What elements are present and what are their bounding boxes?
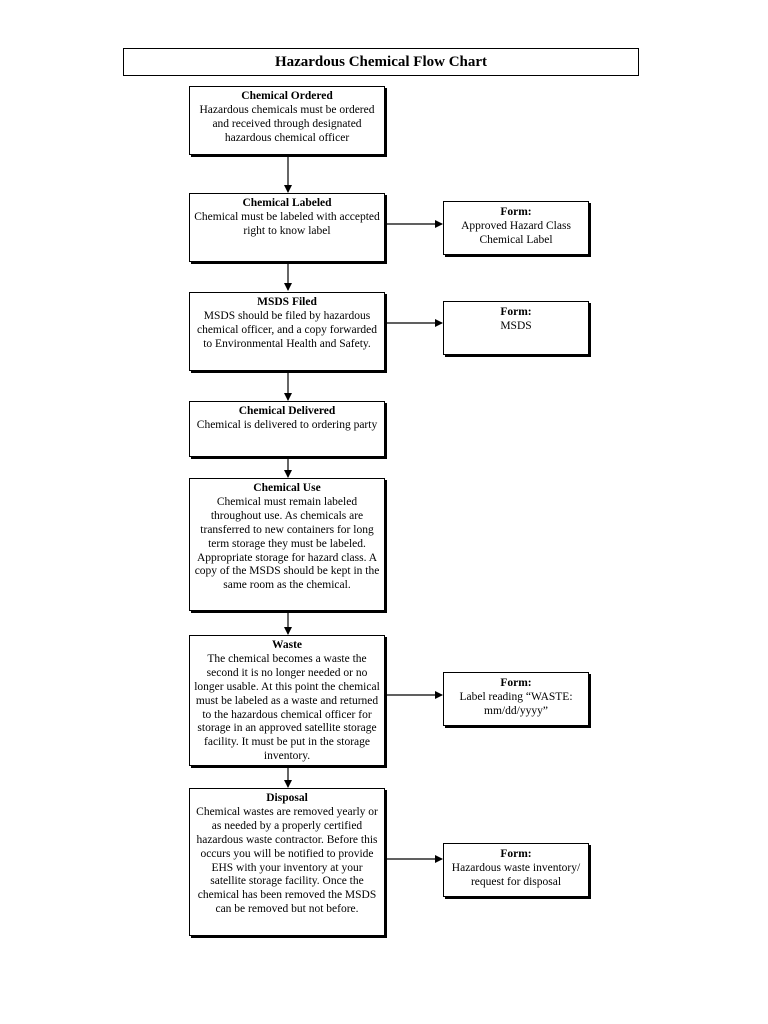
step-text: Hazardous chemicals must be ordered and … bbox=[199, 103, 375, 144]
step-waste: Waste The chemical becomes a waste the s… bbox=[189, 635, 385, 766]
step-heading: Chemical Ordered bbox=[241, 90, 333, 102]
form-text: Hazardous waste inventory/ request for d… bbox=[451, 861, 581, 888]
step-text: Chemical wastes are removed yearly or as… bbox=[196, 805, 378, 916]
step-heading: MSDS Filed bbox=[257, 296, 317, 308]
form-msds: Form: MSDS bbox=[443, 301, 589, 355]
step-text: The chemical becomes a waste the second … bbox=[194, 652, 380, 763]
step-text: Chemical must be labeled with accepted r… bbox=[194, 210, 380, 237]
step-heading: Chemical Delivered bbox=[238, 405, 336, 417]
form-waste-label: Form: Label reading “WASTE: mm/dd/yyyy” bbox=[443, 672, 589, 726]
form-text: Approved Hazard Class Chemical Label bbox=[461, 219, 571, 246]
step-chemical-ordered: Chemical Ordered Hazardous chemicals mus… bbox=[189, 86, 385, 155]
step-text: MSDS should be filed by hazardous chemic… bbox=[196, 309, 378, 350]
step-heading: Waste bbox=[271, 639, 303, 651]
step-text: Chemical is delivered to ordering party bbox=[196, 418, 378, 431]
page-title: Hazardous Chemical Flow Chart bbox=[123, 48, 639, 76]
form-text: MSDS bbox=[500, 319, 532, 332]
step-chemical-labeled: Chemical Labeled Chemical must be labele… bbox=[189, 193, 385, 262]
form-disposal-request: Form: Hazardous waste inventory/ request… bbox=[443, 843, 589, 897]
form-text: Label reading “WASTE: mm/dd/yyyy” bbox=[459, 690, 573, 717]
form-heading: Form: bbox=[500, 848, 532, 860]
form-heading: Form: bbox=[500, 677, 532, 689]
step-chemical-use: Chemical Use Chemical must remain labele… bbox=[189, 478, 385, 611]
step-chemical-delivered: Chemical Delivered Chemical is delivered… bbox=[189, 401, 385, 457]
form-heading: Form: bbox=[500, 206, 532, 218]
step-text: Chemical must remain labeled throughout … bbox=[194, 495, 380, 592]
form-hazard-class-label: Form: Approved Hazard Class Chemical Lab… bbox=[443, 201, 589, 255]
step-heading: Chemical Use bbox=[253, 482, 321, 494]
step-heading: Disposal bbox=[266, 792, 308, 804]
step-msds-filed: MSDS Filed MSDS should be filed by hazar… bbox=[189, 292, 385, 371]
form-heading: Form: bbox=[500, 306, 532, 318]
step-heading: Chemical Labeled bbox=[242, 197, 332, 209]
step-disposal: Disposal Chemical wastes are removed yea… bbox=[189, 788, 385, 936]
